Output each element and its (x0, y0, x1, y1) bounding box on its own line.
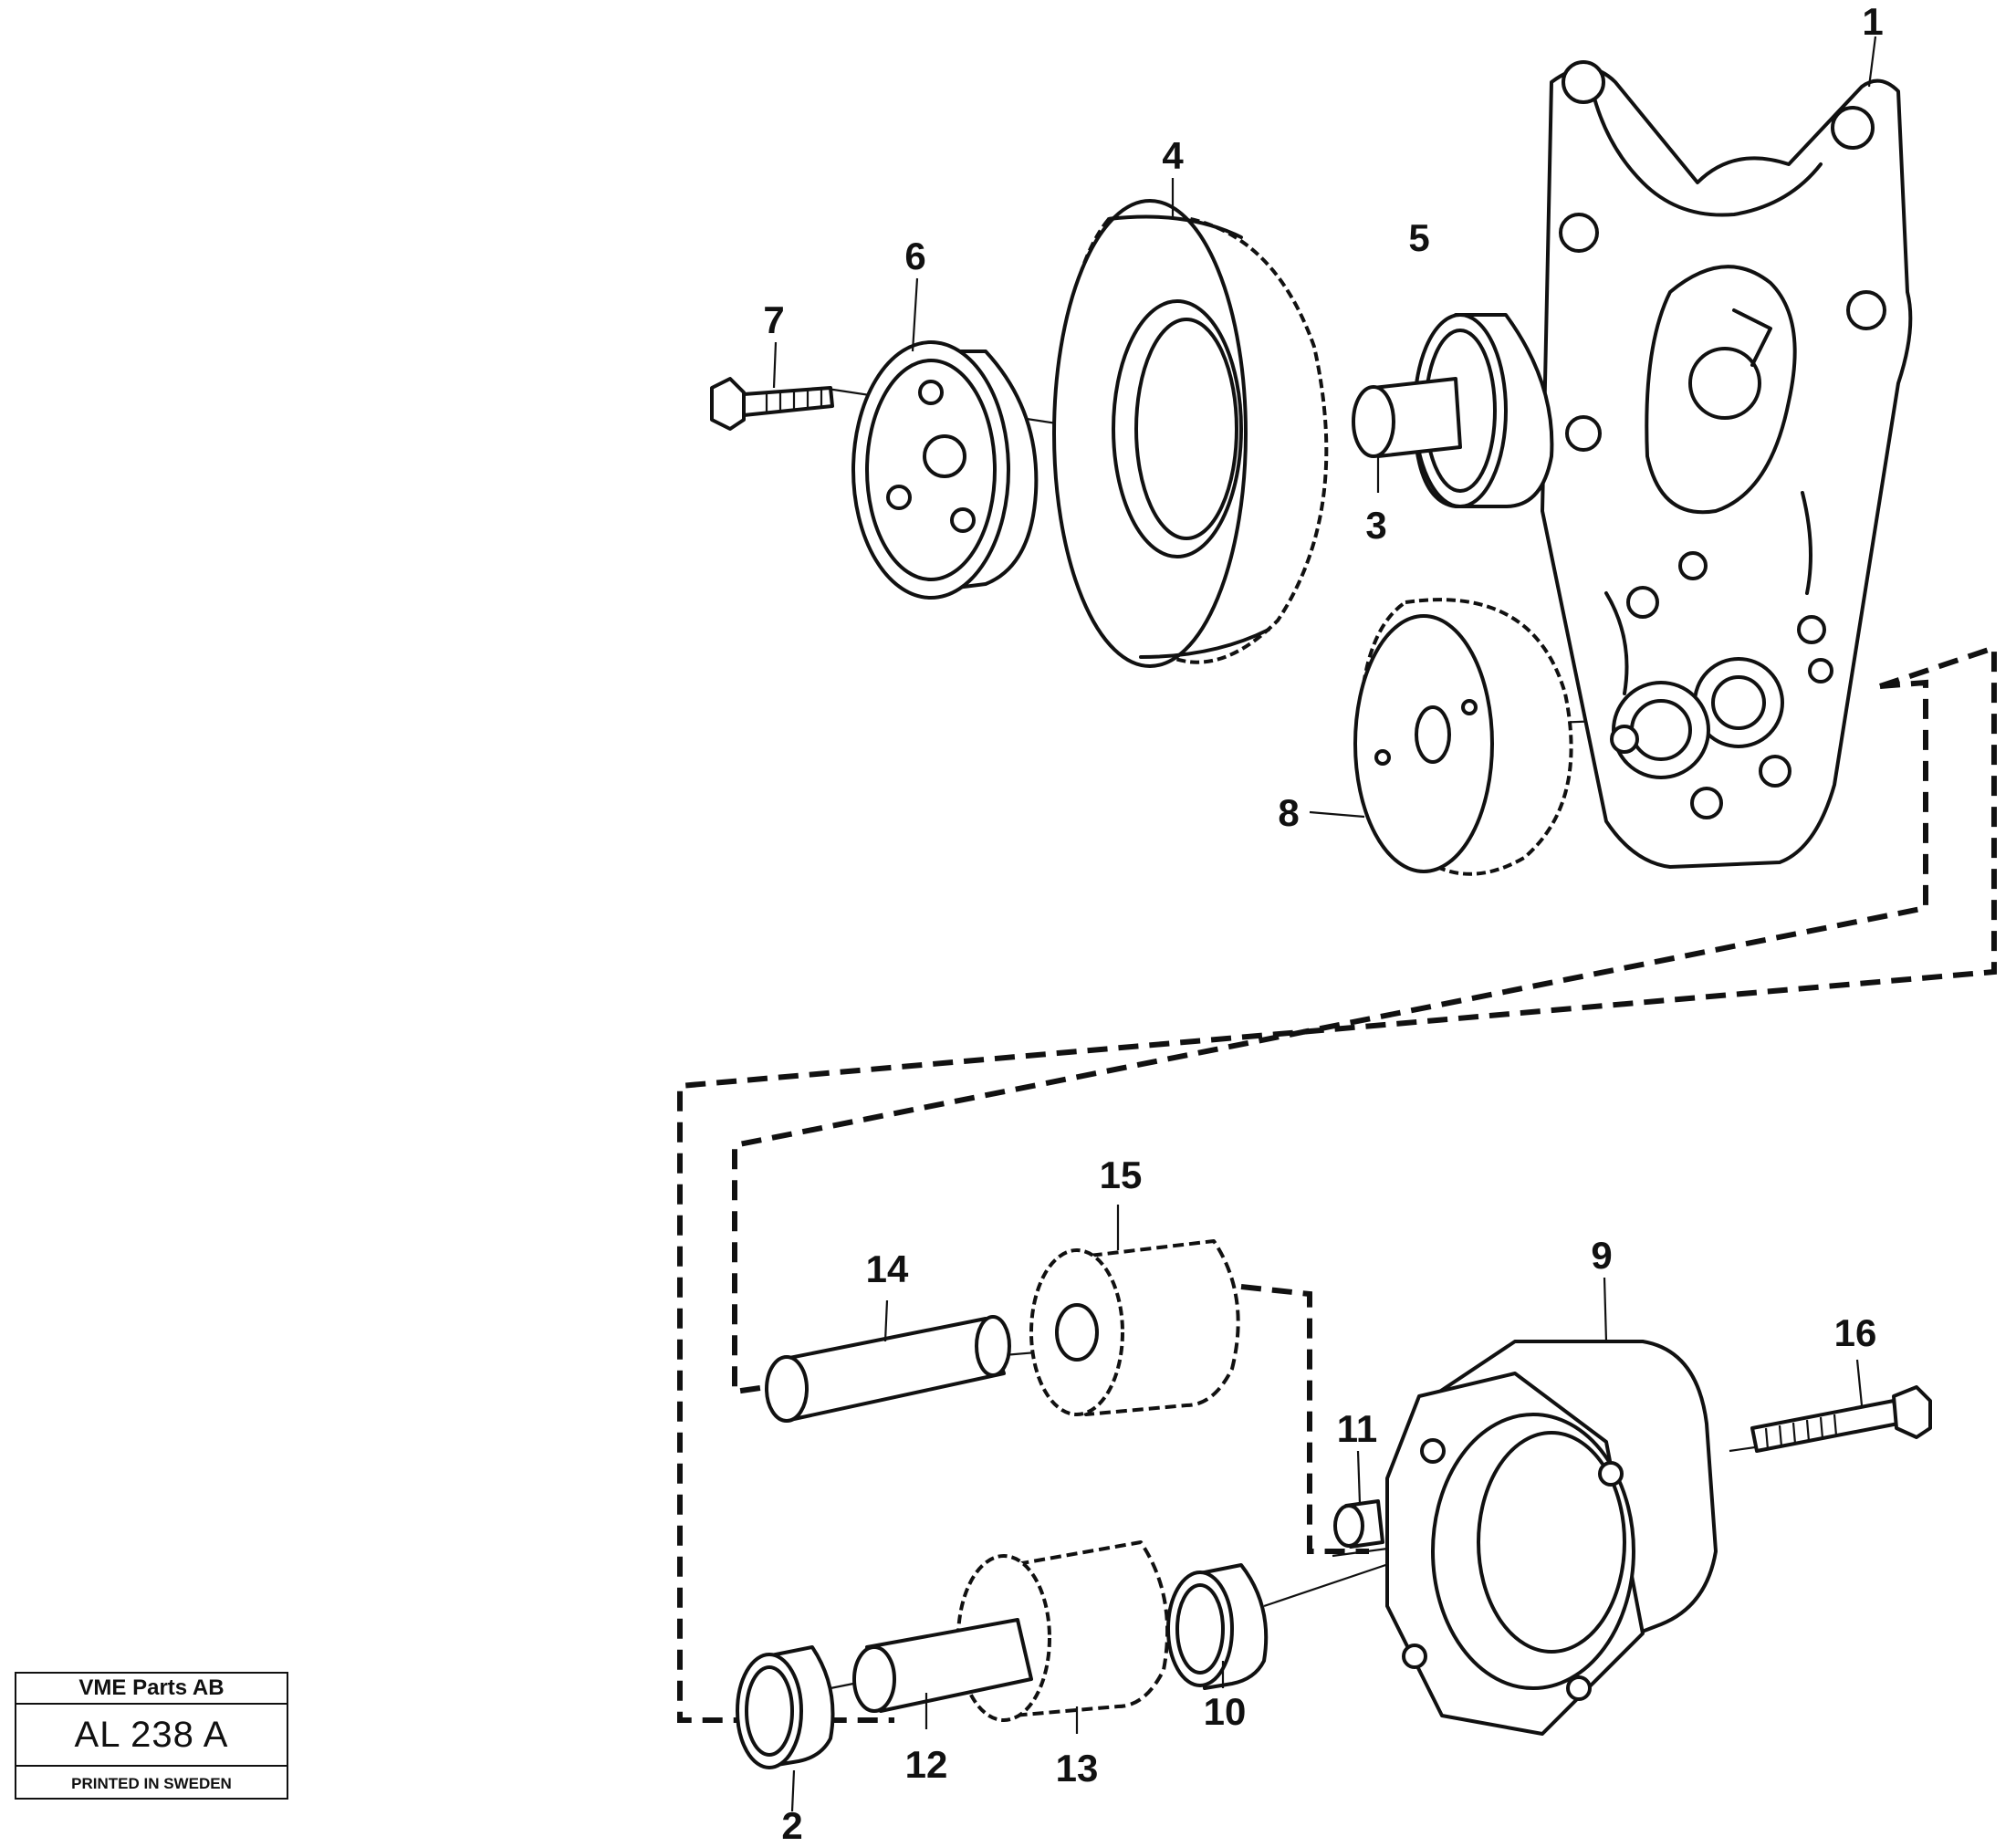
publisher-stamp: VME Parts AB AL 238 A PRINTED IN SWEDEN (15, 1672, 288, 1800)
callout-8: 8 (1278, 791, 1299, 834)
leader-lines (772, 36, 1877, 1812)
callout-12: 12 (905, 1743, 948, 1786)
callout-16: 16 (1834, 1311, 1877, 1354)
callout-5: 5 (1408, 216, 1429, 259)
callout-15: 15 (1100, 1153, 1143, 1196)
dowel-sleeve-icon (1333, 1499, 1384, 1549)
callout-4: 4 (1162, 134, 1184, 177)
shaft-icon (852, 1618, 1033, 1713)
shaft-icon (765, 1315, 1011, 1423)
callout-2: 2 (781, 1804, 802, 1847)
callout-3: 3 (1365, 504, 1386, 547)
callout-9: 9 (1591, 1234, 1612, 1277)
long-bolt-icon (1750, 1385, 1932, 1453)
hub-flange-icon (851, 340, 1039, 600)
stamp-code: AL 238 A (16, 1705, 287, 1767)
stamp-printed: PRINTED IN SWEDEN (71, 1775, 232, 1792)
callout-11: 11 (1337, 1407, 1377, 1450)
callout-13: 13 (1056, 1747, 1099, 1790)
stamp-company: VME Parts AB (16, 1674, 287, 1705)
callout-10: 10 (1204, 1690, 1247, 1733)
small-gear-icon (1353, 598, 1573, 876)
pump-gear-icon (1029, 1239, 1240, 1416)
flange-bolt-icon (710, 377, 834, 431)
large-gear-icon (1052, 199, 1329, 668)
callout-14: 14 (866, 1247, 909, 1290)
callout-7: 7 (763, 298, 784, 341)
bushing-icon (1166, 1563, 1269, 1690)
callout-6: 6 (904, 235, 925, 277)
bushing-icon (736, 1645, 835, 1769)
callout-labels: 1 2 3 4 5 6 7 8 9 10 11 12 13 14 15 16 (763, 0, 1883, 1847)
shaft-icon (1352, 377, 1462, 458)
callout-1: 1 (1862, 0, 1883, 43)
pump-housing-cover-icon (1541, 60, 1913, 869)
pump-body-icon (1385, 1340, 1718, 1736)
dashed-assembly-lines (677, 643, 1997, 1723)
bushing-icon (1412, 313, 1554, 508)
